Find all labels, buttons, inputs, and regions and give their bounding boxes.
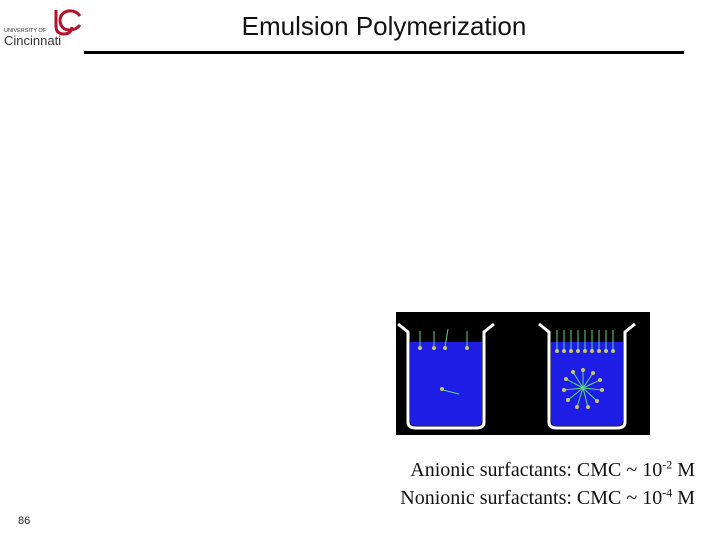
title-divider: [84, 51, 684, 54]
page-title: Emulsion Polymerization: [200, 11, 568, 42]
beaker-left-water: [410, 342, 482, 426]
caption-anionic-text: Anionic surfactants: CMC ~ 10: [410, 459, 662, 481]
surfactant-beaker-diagram: [396, 312, 650, 435]
caption-nonionic-exponent: -4: [662, 485, 672, 499]
surface-surfactant-layer: [555, 330, 615, 353]
caption-nonionic-unit: M: [672, 487, 695, 509]
caption-anionic-unit: M: [672, 459, 695, 481]
page-number: 86: [18, 515, 30, 527]
logo-main-text: Cincinnati: [4, 33, 61, 48]
caption-anionic-exponent: -2: [662, 457, 672, 471]
university-of-cincinnati-logo: UNIVERSITY OF Cincinnati: [4, 8, 86, 50]
caption-nonionic-line: Nonionic surfactants: CMC ~ 10-4 M: [300, 484, 695, 512]
caption-anionic-line: Anionic surfactants: CMC ~ 10-2 M: [300, 456, 695, 484]
uc-monogram: [56, 10, 80, 34]
cmc-caption: Anionic surfactants: CMC ~ 10-2 M Nonion…: [300, 456, 695, 512]
caption-nonionic-text: Nonionic surfactants: CMC ~ 10: [400, 487, 662, 509]
beaker-right-water: [551, 342, 623, 426]
